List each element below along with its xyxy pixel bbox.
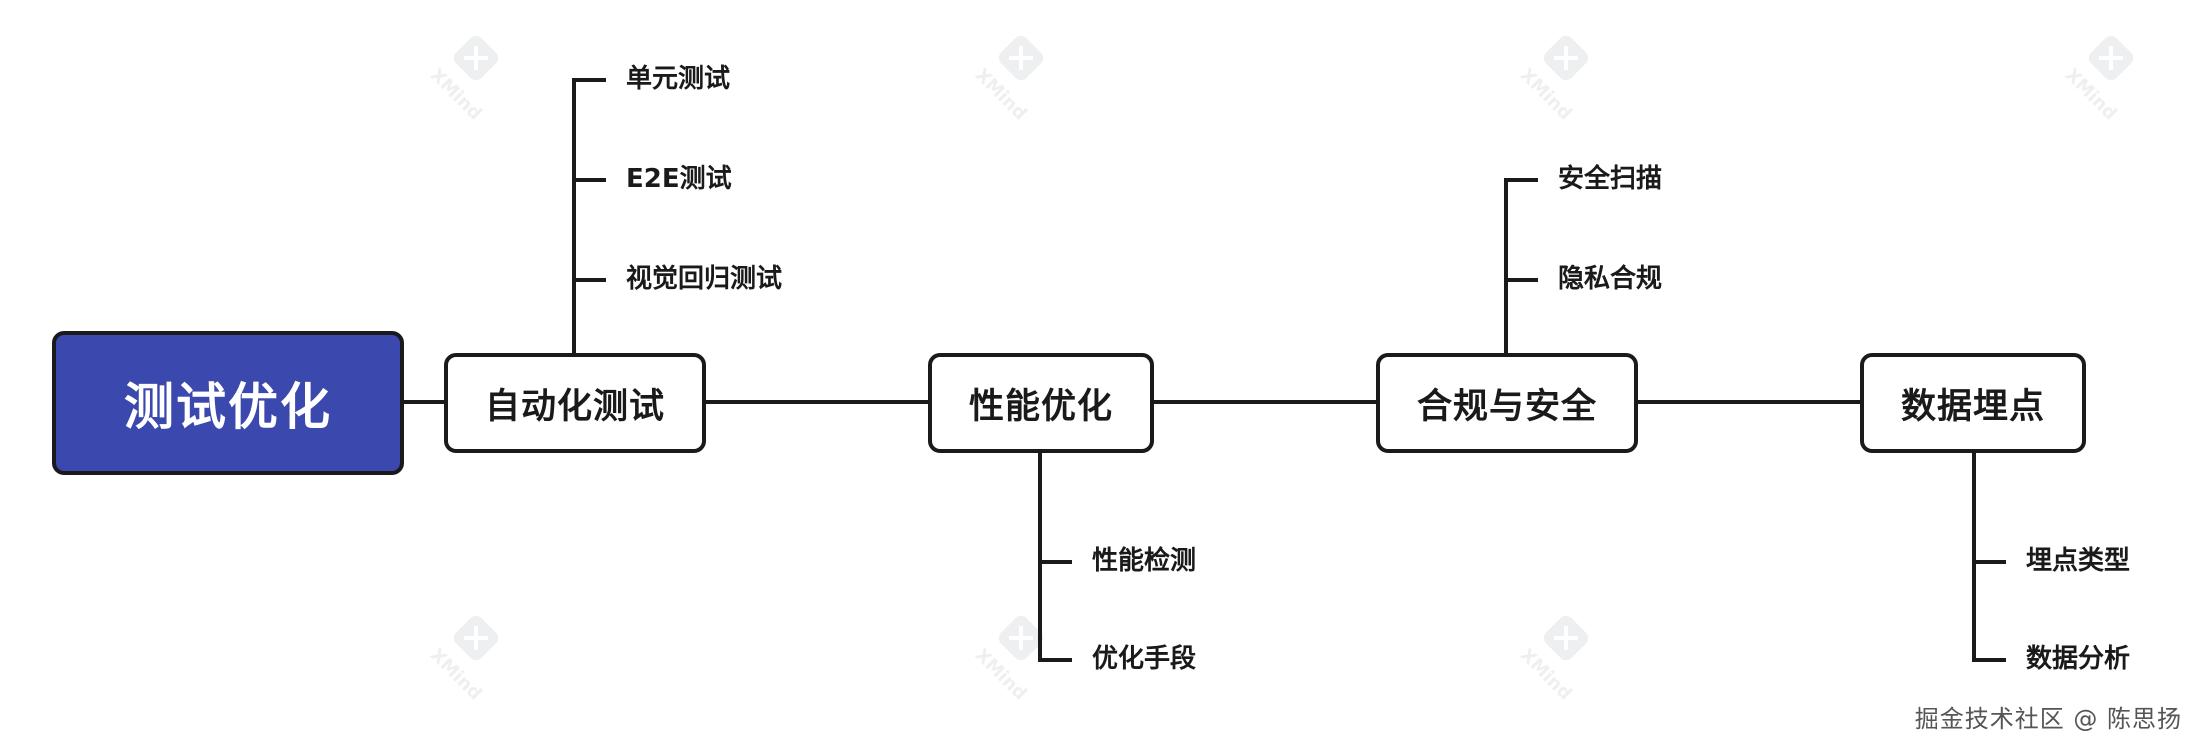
root-topic-label: 测试优化	[124, 378, 332, 436]
subtopic-optimization-methods[interactable]: 优化手段	[1092, 644, 1197, 674]
branch-label: 合规与安全	[1416, 386, 1597, 427]
subtopic-tracking-types[interactable]: 埋点类型	[2026, 546, 2131, 576]
branch-label: 自动化测试	[484, 386, 665, 427]
branch-compliance-security[interactable]: 合规与安全	[1376, 353, 1638, 453]
branch-label: 数据埋点	[1900, 386, 2045, 427]
branch-performance[interactable]: 性能优化	[928, 353, 1154, 453]
branch-automated-testing[interactable]: 自动化测试	[444, 353, 706, 453]
credit-watermark: 掘金技术社区 @ 陈思扬	[1914, 705, 2182, 733]
subtopic-performance-monitoring[interactable]: 性能检测	[1092, 546, 1197, 576]
subtopic-privacy-compliance[interactable]: 隐私合规	[1558, 264, 1663, 294]
subtopic-e2e-test[interactable]: E2E测试	[626, 164, 732, 194]
root-topic[interactable]: 测试优化	[52, 331, 404, 475]
subtopic-visual-regression-test[interactable]: 视觉回归测试	[626, 264, 783, 294]
branch-label: 性能优化	[968, 386, 1113, 427]
subtopic-data-analysis[interactable]: 数据分析	[2026, 644, 2131, 674]
subtopic-security-scan[interactable]: 安全扫描	[1558, 164, 1663, 194]
subtopic-unit-test[interactable]: 单元测试	[626, 64, 731, 94]
branch-data-tracking[interactable]: 数据埋点	[1860, 353, 2086, 453]
